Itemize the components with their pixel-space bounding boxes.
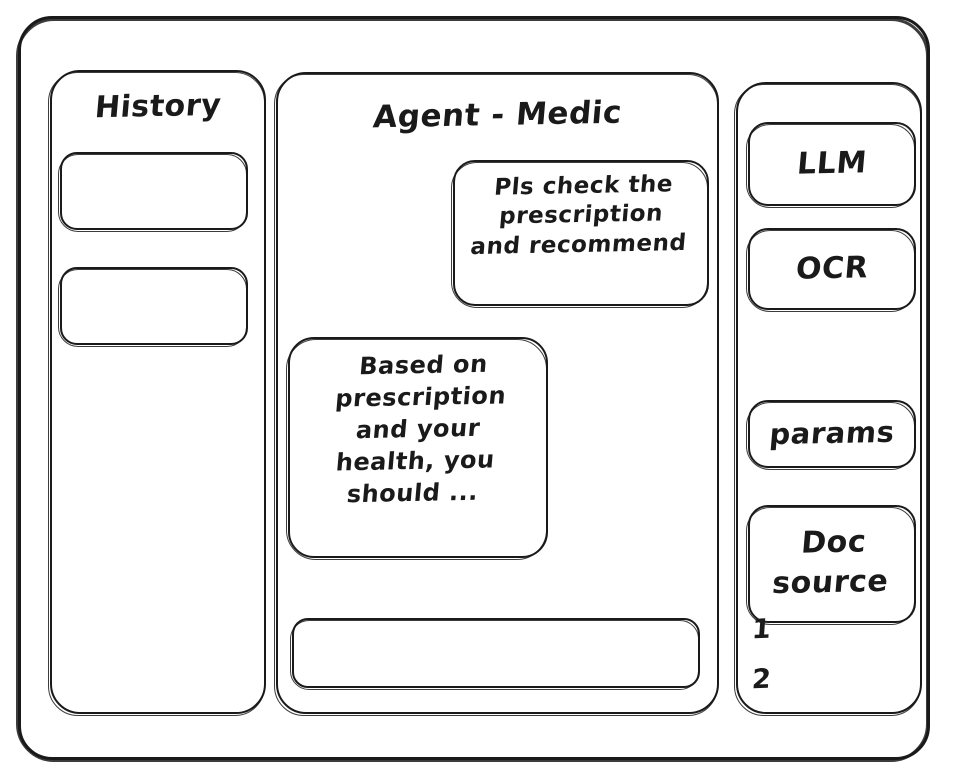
- tool-docsource-label: Doc source: [770, 524, 890, 601]
- tool-item-params[interactable]: params: [746, 400, 916, 470]
- user-message-text: Pls check the prescription and recommend: [469, 171, 688, 260]
- composer-stroke-primary: [292, 618, 700, 688]
- agent-panel-title: Agent - Medic: [371, 94, 624, 136]
- history-item-stroke-primary: [60, 267, 248, 345]
- tool-llm-label: LLM: [795, 145, 869, 182]
- tool-params-label: params: [768, 414, 896, 452]
- assistant-message-bubble: Based on prescription and your health, y…: [286, 337, 548, 560]
- history-item[interactable]: [58, 267, 248, 347]
- tool-item-llm[interactable]: LLM: [746, 122, 916, 208]
- tool-item-doc-source[interactable]: Doc source: [746, 505, 916, 625]
- message-input-field[interactable]: [290, 618, 701, 690]
- tool-item-ocr[interactable]: OCR: [746, 228, 916, 312]
- history-item-stroke-primary: [60, 152, 248, 230]
- composer-value: [292, 634, 701, 642]
- composer-stroke-secondary: [290, 620, 699, 690]
- user-message-bubble: Pls check the prescription and recommend: [451, 160, 709, 308]
- history-item[interactable]: [58, 152, 248, 232]
- history-panel-title: History: [93, 87, 223, 126]
- doc-source-entry[interactable]: 1: [750, 613, 772, 646]
- history-item-stroke-secondary: [58, 269, 247, 347]
- tool-ocr-label: OCR: [794, 250, 870, 287]
- doc-source-entry[interactable]: 2: [750, 663, 772, 696]
- assistant-message-text: Based on prescription and your health, y…: [334, 349, 508, 508]
- history-item-stroke-secondary: [58, 154, 247, 232]
